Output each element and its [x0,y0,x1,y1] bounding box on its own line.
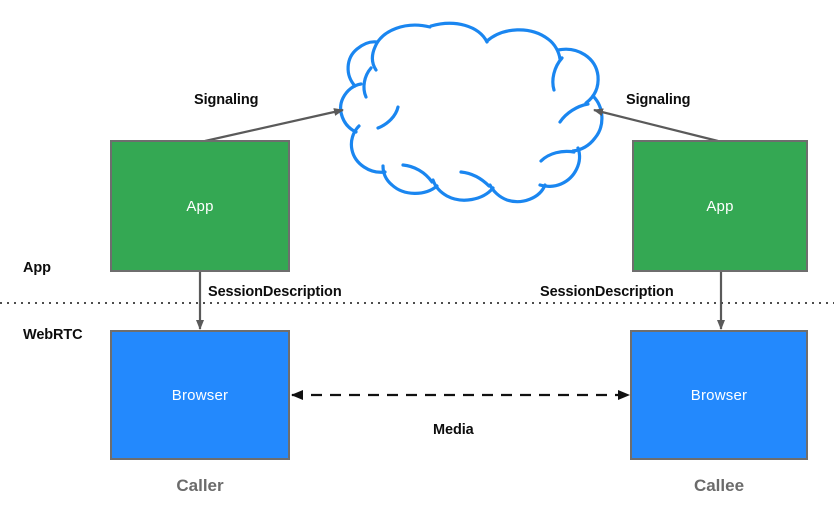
webrtc-layer-label: WebRTC [23,327,83,343]
callee-role-label: Callee [693,476,745,495]
caller-signaling-arrow [204,108,344,143]
caller-app-box[interactable]: App [110,140,290,272]
callee-browser-box[interactable]: Browser [630,330,808,460]
media-label: Media [433,422,474,438]
callee-signaling-label: Signaling [626,92,691,108]
callee-app-label: App [706,197,734,215]
caller-browser-box[interactable]: Browser [110,330,290,460]
app-layer-label: App [23,260,51,276]
callee-app-box[interactable]: App [632,140,808,272]
callee-signaling-arrow [593,108,719,143]
caller-app-label: App [186,197,214,215]
caller-browser-label: Browser [171,386,229,404]
caller-session-description-label: SessionDescription [208,284,342,300]
caller-signaling-label: Signaling [194,92,259,108]
signaling-server-cloud [339,21,604,204]
caller-role-label: Caller [176,476,224,495]
callee-browser-label: Browser [690,386,748,404]
callee-session-description-label: SessionDescription [540,284,674,300]
